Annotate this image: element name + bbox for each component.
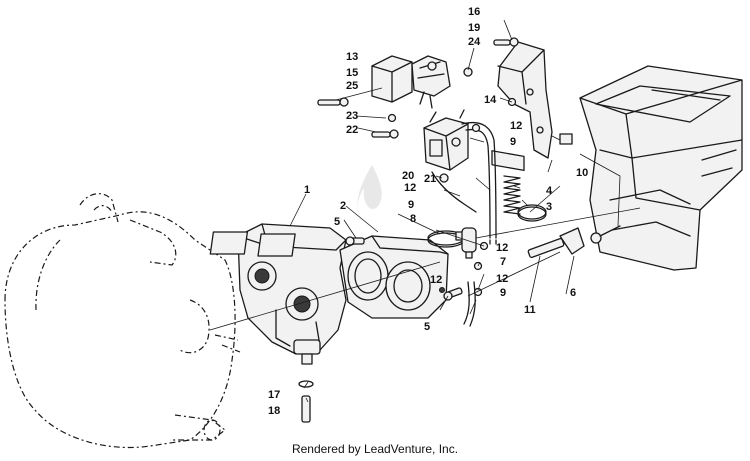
callout-12-e: 12: [430, 274, 442, 286]
callout-24: 24: [468, 36, 481, 48]
leader-lines: [209, 19, 641, 403]
callout-7: 7: [500, 256, 506, 268]
callout-25: 25: [346, 80, 358, 92]
choke-assembly: [411, 55, 451, 109]
primer-cable: [527, 225, 621, 259]
callout-14: 14: [484, 94, 497, 106]
callout-21: 21: [424, 173, 436, 185]
callout-12-d: 12: [496, 273, 508, 285]
spring: [503, 175, 521, 215]
callout-19: 19: [468, 22, 480, 34]
watermark-flame: [357, 165, 382, 222]
callout-1: 1: [304, 184, 310, 196]
callout-6: 6: [570, 287, 576, 299]
callout-20: 20: [402, 170, 414, 182]
callout-16: 16: [468, 6, 480, 18]
callout-5-lower: 5: [424, 321, 430, 333]
airbox: [559, 65, 743, 271]
callout-23: 23: [346, 110, 358, 122]
callout-18: 18: [268, 405, 280, 417]
callout-9-middle: 9: [408, 199, 414, 211]
callout-8: 8: [410, 213, 416, 225]
callout-17: 17: [268, 389, 280, 401]
callout-9-top: 9: [510, 136, 516, 148]
callout-3: 3: [546, 201, 552, 213]
fuel-filter: [461, 227, 477, 259]
callout-2: 2: [340, 200, 346, 212]
air-intake-cover: [339, 235, 449, 319]
mounting-bracket: [491, 41, 553, 172]
callout-12-c: 12: [496, 242, 508, 254]
footer-credit: Rendered by LeadVenture, Inc.: [291, 442, 459, 456]
callout-11: 11: [524, 304, 536, 316]
callout-10: 10: [576, 167, 588, 179]
callout-15: 15: [346, 67, 358, 79]
relay-box: [371, 55, 413, 103]
callout-13: 13: [346, 51, 358, 63]
callout-22: 22: [346, 124, 358, 136]
callout-12-b: 12: [404, 182, 416, 194]
drain-plug: [298, 380, 314, 423]
fuel-pump: [423, 109, 469, 171]
screw-5-upper: [345, 236, 365, 246]
callout-5-upper: 5: [334, 216, 340, 228]
callout-9-bottom: 9: [500, 287, 506, 299]
callout-4: 4: [546, 185, 553, 197]
carburetor-body: [209, 223, 347, 365]
hose-clamp-right: [517, 204, 547, 222]
engine-block: [4, 193, 241, 449]
callout-12-a: 12: [510, 120, 522, 132]
callout-labels: 1 2 3 4 5 5 6 7 8 9 9 9 10 11 12 12 12 1…: [268, 6, 588, 417]
